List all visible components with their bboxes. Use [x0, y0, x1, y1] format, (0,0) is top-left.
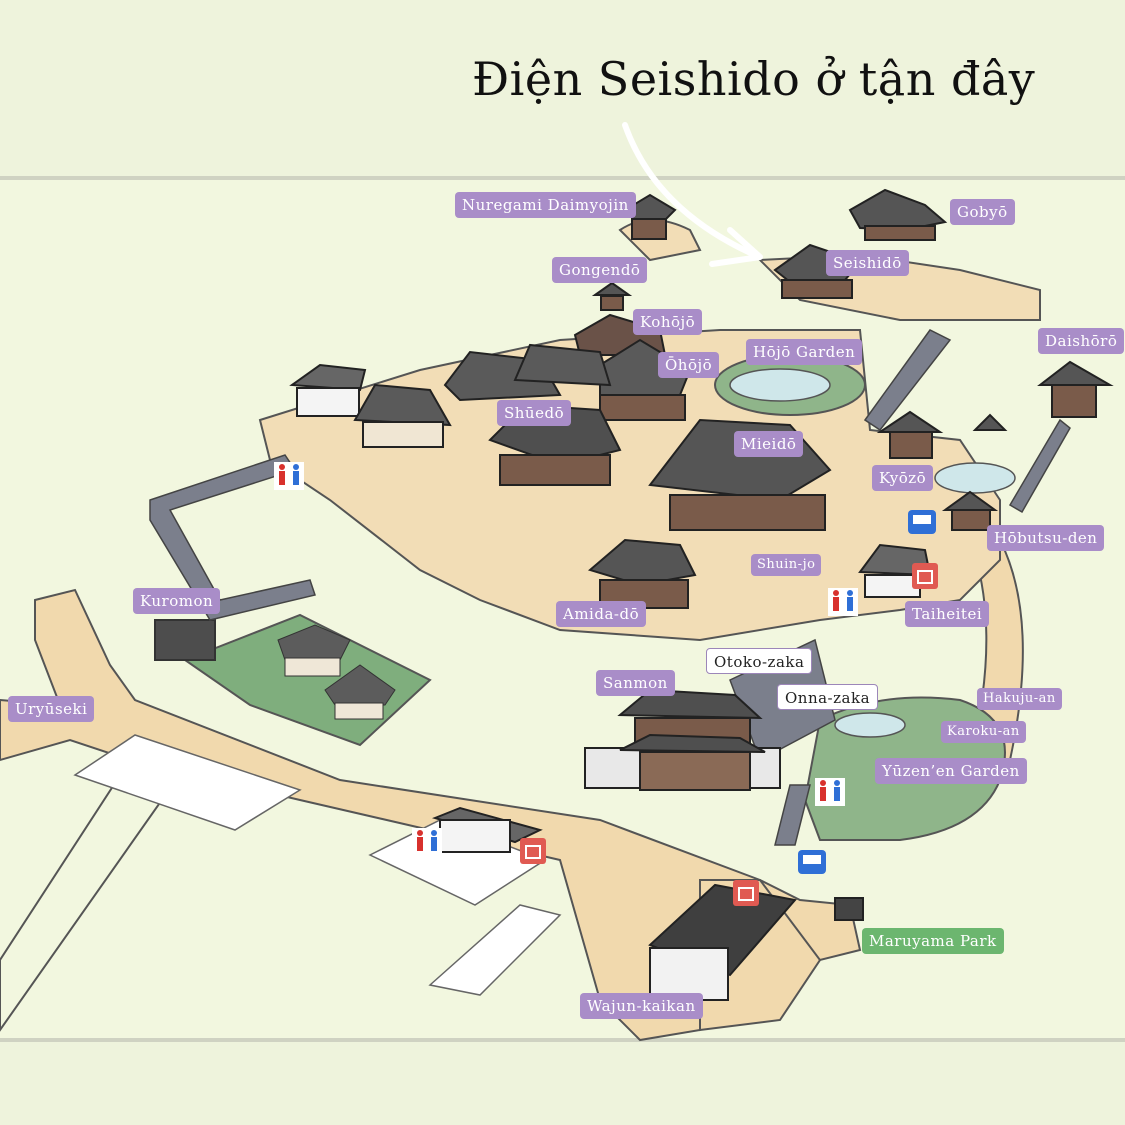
headline: Điện Seishido ở tận đây	[472, 52, 1036, 106]
restroom-icon	[412, 828, 442, 856]
label-ohojo[interactable]: Ōhōjō	[658, 352, 720, 378]
label-yuzen-garden[interactable]: Yūzen’en Garden	[875, 758, 1027, 784]
label-nuregami-daimyojin[interactable]: Nuregami Daimyojin	[455, 192, 636, 218]
label-kohojo[interactable]: Kohōjō	[633, 309, 703, 335]
label-taiheitei[interactable]: Taiheitei	[905, 601, 990, 627]
label-amida-do[interactable]: Amida-dō	[556, 601, 647, 627]
label-maruyama-park[interactable]: Maruyama Park	[862, 928, 1004, 954]
bus-stop-icon	[908, 510, 936, 534]
label-sanmon[interactable]: Sanmon	[596, 670, 675, 696]
gift-shop-icon	[733, 880, 759, 906]
label-shuin-jo[interactable]: Shuin-jo	[751, 554, 822, 576]
buildings	[289, 188, 1114, 1001]
label-onna-zaka[interactable]: Onna-zaka	[777, 684, 879, 710]
restroom-icon	[815, 778, 845, 806]
label-gobyo[interactable]: Gobyō	[950, 199, 1015, 225]
arrow-icon	[622, 122, 763, 267]
label-hakuju-an[interactable]: Hakuju-an	[977, 688, 1062, 710]
restroom-icon	[274, 462, 304, 490]
label-gongendo[interactable]: Gongendō	[552, 257, 648, 283]
bus-stop-icon	[798, 850, 826, 874]
restroom-icon	[828, 588, 858, 616]
label-hobutsu-den[interactable]: Hōbutsu-den	[987, 525, 1105, 551]
label-seishido[interactable]: Seishidō	[826, 250, 909, 276]
label-mieido[interactable]: Mieidō	[734, 431, 804, 457]
kuromon-compound	[154, 613, 432, 747]
label-shuedo[interactable]: Shūedō	[497, 400, 572, 426]
gift-shop-icon	[520, 838, 546, 864]
label-karoku-an[interactable]: Karoku-an	[941, 721, 1026, 743]
label-kyozo[interactable]: Kyōzō	[872, 465, 934, 491]
label-uryuseki[interactable]: Uryūseki	[8, 696, 95, 722]
label-otoko-zaka[interactable]: Otoko-zaka	[706, 648, 813, 674]
label-hojo-garden[interactable]: Hōjō Garden	[746, 339, 863, 365]
label-daishoro[interactable]: Daishōrō	[1038, 328, 1125, 354]
label-wajun-kaikan[interactable]: Wajun-kaikan	[580, 993, 703, 1019]
gift-shop-icon	[912, 563, 938, 589]
parking-lots	[73, 734, 562, 996]
label-kuromon[interactable]: Kuromon	[133, 588, 221, 614]
